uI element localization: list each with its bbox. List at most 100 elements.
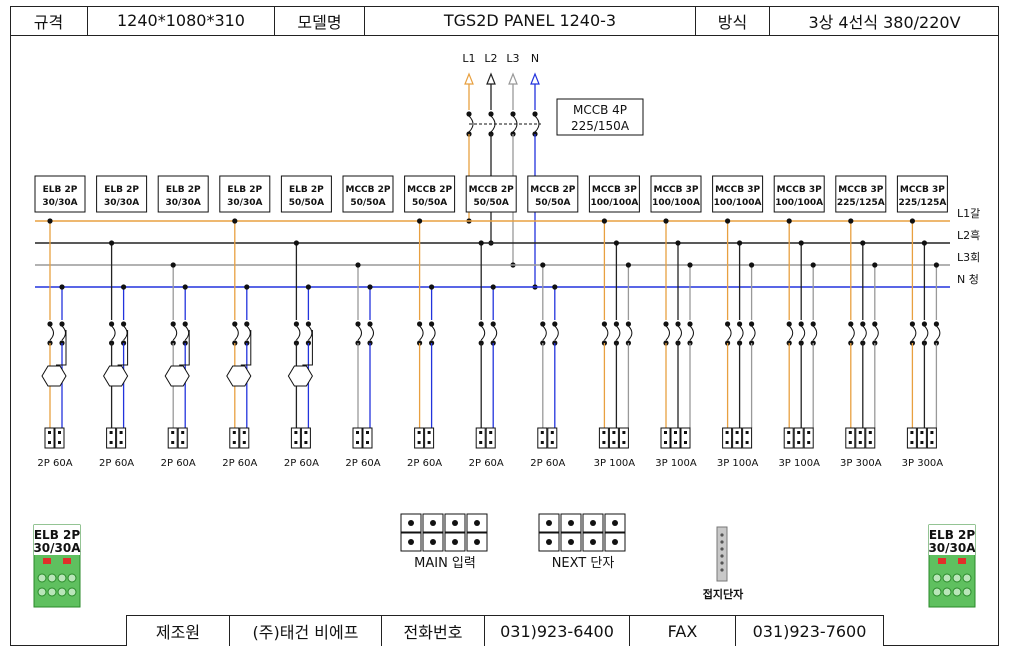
breaker-type: MCCB 2P (530, 185, 575, 195)
breaker-switch (184, 325, 190, 341)
terminal-screw (664, 431, 667, 434)
terminal-screw (602, 441, 606, 444)
terminal-screw (427, 441, 431, 444)
elb-device-right-rating: 30/30A (928, 541, 976, 555)
ground-terminal-screw (720, 540, 724, 544)
bus-junction (687, 262, 693, 268)
breaker-switch (788, 325, 794, 341)
terminal-screw (479, 441, 483, 444)
elb-device-right-screw (932, 573, 942, 583)
breaker-box (527, 175, 579, 213)
phase-input-label-l2: L2 (484, 52, 497, 65)
ground-terminal-bar (716, 526, 728, 582)
bus-junction (355, 262, 361, 268)
terminal-cell (106, 427, 117, 449)
terminal-screw (622, 431, 626, 434)
terminal-screw (242, 441, 246, 444)
bus-label: L3회 (957, 251, 980, 264)
terminal-screw (181, 431, 185, 434)
elb-device-left-screw (67, 587, 77, 597)
breaker-contact (872, 321, 878, 327)
bus-label: L1갈 (957, 206, 980, 220)
title-block-footer: 제조원 (주)태건 비에프 전화번호 031)923-6400 FAX 031)… (126, 615, 884, 646)
elb-sensor (103, 365, 129, 387)
terminal-screw (417, 441, 421, 444)
breaker-contact (182, 321, 188, 327)
terminal-cell (177, 427, 188, 449)
breaker-type: ELB 2P (227, 185, 262, 195)
terminal-screw (674, 441, 677, 444)
terminal-screw (858, 431, 862, 434)
terminal-screw (48, 441, 51, 444)
bus-junction (540, 262, 546, 268)
breaker-type: ELB 2P (43, 185, 78, 195)
bus-junction (293, 240, 299, 246)
bus-junction (810, 262, 816, 268)
breaker-switch (234, 325, 239, 341)
breaker-box (219, 175, 271, 213)
terminal-cell (352, 427, 363, 449)
terminal-cell (475, 427, 486, 449)
terminal-cell (547, 427, 558, 449)
terminal-screw (356, 441, 359, 444)
elb-device-left-label-area (34, 525, 80, 555)
breaker-contact (909, 321, 916, 327)
terminal-cell (485, 427, 496, 449)
breaker-switch (912, 325, 917, 341)
breaker-box (773, 175, 825, 213)
breaker-switch (246, 325, 251, 341)
elb-device-left-screw (47, 587, 57, 597)
breaker-type: MCCB 3P (838, 185, 883, 195)
phone-value: 031)923-6400 (485, 616, 630, 646)
spec-value: 1240*1080*310 (88, 6, 275, 35)
terminal-cell (742, 427, 753, 449)
breaker-switch (936, 325, 941, 341)
ground-terminal-screw (720, 547, 724, 551)
breaker-contact (749, 321, 755, 327)
breaker-switch (924, 325, 929, 341)
terminal-screw (540, 441, 544, 444)
phase-arrow (464, 72, 474, 85)
terminal-cell (362, 427, 373, 449)
breaker-contact (663, 321, 669, 327)
elb-device-right-screw (962, 573, 972, 583)
breaker-switch (369, 325, 374, 341)
terminal-cell (926, 427, 937, 449)
terminal-screw (848, 441, 852, 444)
elb-test-wire (302, 330, 313, 366)
terminal-rating: 3P 100A (778, 458, 820, 469)
terminal-rating: 2P 60A (161, 458, 196, 469)
bus-junction (47, 218, 53, 224)
main-terminal-screw (474, 539, 480, 545)
maker-value: (주)태건 비에프 (230, 616, 382, 646)
terminal-screw (868, 441, 872, 444)
bus-junction (601, 218, 608, 224)
terminal-screw (109, 441, 113, 444)
terminal-rating: 2P 60A (99, 458, 134, 469)
breaker-switch (751, 325, 756, 341)
breaker-contact (798, 321, 804, 327)
fax-value: 031)923-7600 (752, 621, 867, 641)
terminal-screw (684, 431, 687, 434)
breaker-switch (480, 325, 486, 341)
maker-label: 제조원 (127, 616, 230, 646)
bus-junction (909, 218, 916, 224)
terminal-rating: 2P 60A (222, 458, 257, 469)
main-breaker-box (556, 98, 644, 136)
breaker-contact (121, 321, 127, 327)
breaker-contact (417, 321, 423, 327)
breaker-contact (786, 321, 792, 327)
breaker-box (712, 175, 764, 213)
breaker-switch (554, 325, 559, 341)
terminal-screw (920, 431, 924, 434)
terminal-screw (181, 441, 185, 444)
elb-test-wire (117, 330, 129, 366)
ground-terminal-screw (720, 533, 724, 537)
ground-terminal-screw (720, 568, 724, 572)
breaker-box (650, 175, 702, 213)
elb-sensor (164, 365, 190, 387)
terminal-cell (680, 427, 691, 449)
bus-junction (872, 262, 878, 268)
elb-device-right-test-button (938, 558, 946, 564)
